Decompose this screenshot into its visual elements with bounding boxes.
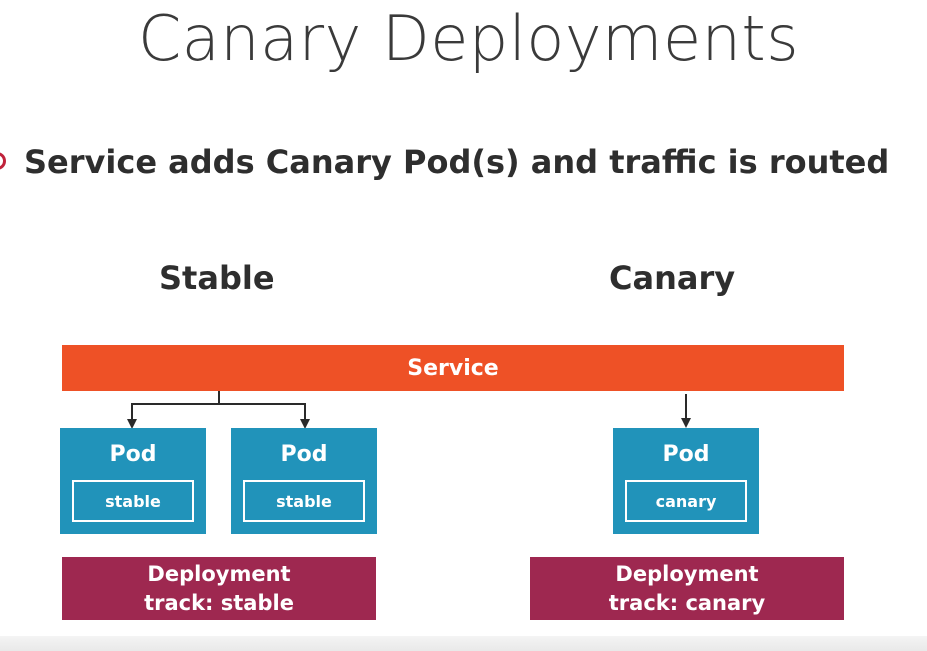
deployment-canary: Deployment track: canary <box>530 557 844 620</box>
canary-group-label: Canary <box>609 259 736 297</box>
pod-stable-1: Pod stable <box>60 428 206 534</box>
service-label: Service <box>407 355 499 381</box>
pod-title: Pod <box>109 442 157 467</box>
pod-track-label: canary <box>625 480 747 522</box>
bullet-text: Service adds Canary Pod(s) and traffic i… <box>24 143 890 181</box>
pod-canary: Pod canary <box>613 428 759 534</box>
slide-title: Canary Deployments <box>138 2 799 75</box>
deployment-title: Deployment <box>147 561 291 586</box>
slide-footer-band <box>0 636 927 651</box>
pod-track-label: stable <box>243 480 365 522</box>
deployment-track: track: canary <box>608 590 766 615</box>
stable-group-label: Stable <box>159 259 275 297</box>
pod-track-label: stable <box>72 480 194 522</box>
service-bar: Service <box>62 345 844 391</box>
deployment-stable: Deployment track: stable <box>62 557 376 620</box>
pod-title: Pod <box>662 442 710 467</box>
deployment-title: Deployment <box>615 561 759 586</box>
pod-stable-2: Pod stable <box>231 428 377 534</box>
pod-title: Pod <box>280 442 328 467</box>
deployment-track: track: stable <box>144 590 294 615</box>
